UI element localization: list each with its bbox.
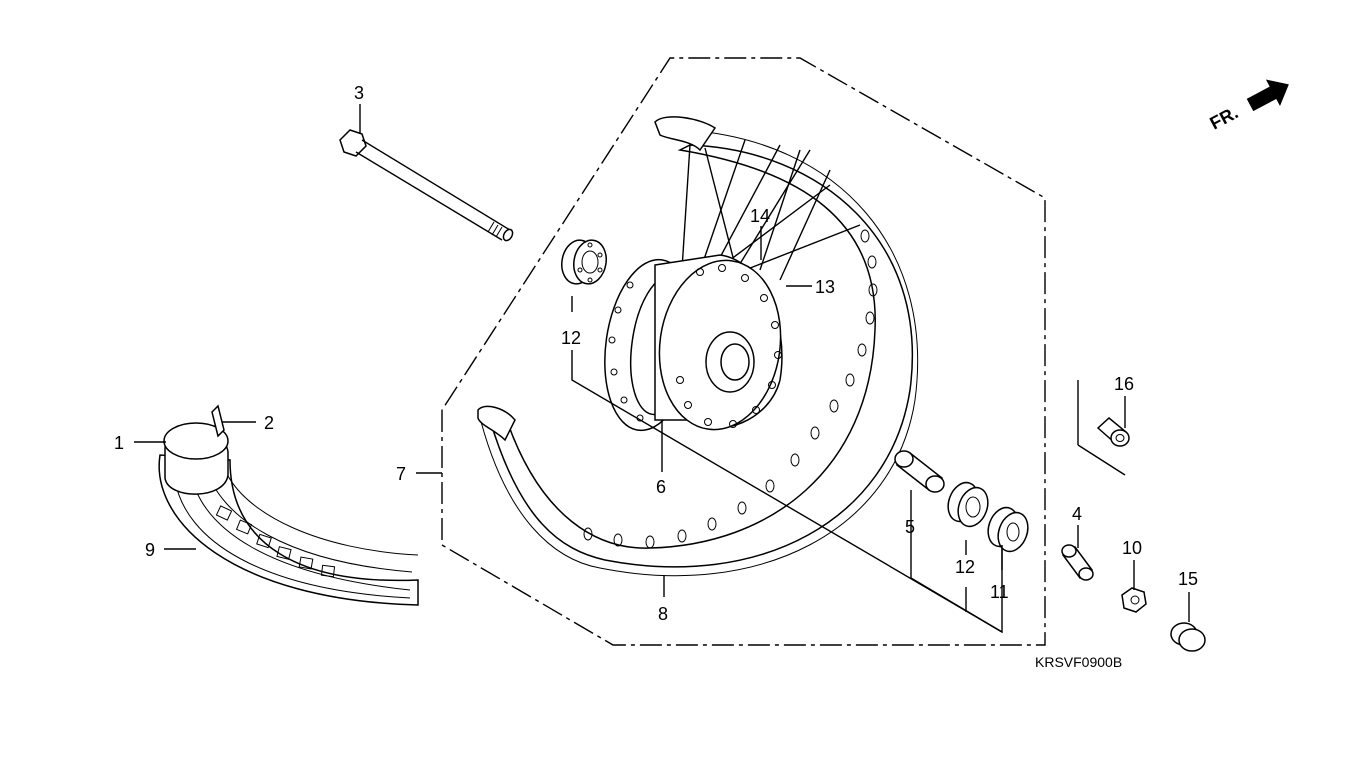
callout-11: 11 [990, 582, 1009, 602]
callout-3: 3 [354, 83, 364, 103]
side-collar-part [1061, 544, 1094, 581]
callout-12-left: 12 [561, 328, 581, 348]
rim-part [477, 116, 919, 577]
callout-9: 9 [145, 540, 155, 560]
callout-13: 13 [815, 277, 835, 297]
hub-flange-holes [608, 264, 782, 428]
rim-spoke-holes [583, 229, 878, 549]
tire-tread-pattern [215, 505, 336, 578]
callout-5: 5 [905, 517, 915, 537]
callout-15: 15 [1178, 569, 1198, 589]
direction-label: FR. [1206, 102, 1241, 133]
nut-cap-part [1170, 622, 1206, 652]
callout-6: 6 [656, 477, 666, 497]
callout-1: 1 [114, 433, 124, 453]
dust-seal-part [987, 506, 1029, 553]
drawing-code: KRSVF0900B [1035, 654, 1122, 670]
distance-collar-part [894, 450, 945, 493]
callout-labels: 1 2 3 4 5 6 7 8 9 10 11 12 12 13 14 15 1… [114, 83, 1198, 624]
axle-nut-part [1121, 587, 1147, 613]
reflector-bushing-part [1077, 380, 1130, 476]
bearing-left-part [561, 239, 607, 285]
direction-arrow-icon [1246, 79, 1289, 112]
callout-2: 2 [264, 413, 274, 433]
tire-part [158, 454, 419, 606]
hub-part [604, 254, 783, 432]
callout-14: 14 [750, 206, 770, 226]
callout-4: 4 [1072, 504, 1082, 524]
leader-lines [134, 104, 1190, 634]
inner-tube-part [163, 422, 229, 495]
callout-16: 16 [1114, 374, 1134, 394]
callout-7: 7 [396, 464, 406, 484]
axle-part [339, 129, 514, 242]
rim-band-part [211, 404, 225, 438]
front-direction-marker: FR. [1206, 79, 1289, 134]
assembly-boundary [441, 57, 1046, 646]
callout-8: 8 [658, 604, 668, 624]
callout-12-right: 12 [955, 557, 975, 577]
bearing-right-part [947, 481, 989, 528]
callout-10: 10 [1122, 538, 1142, 558]
